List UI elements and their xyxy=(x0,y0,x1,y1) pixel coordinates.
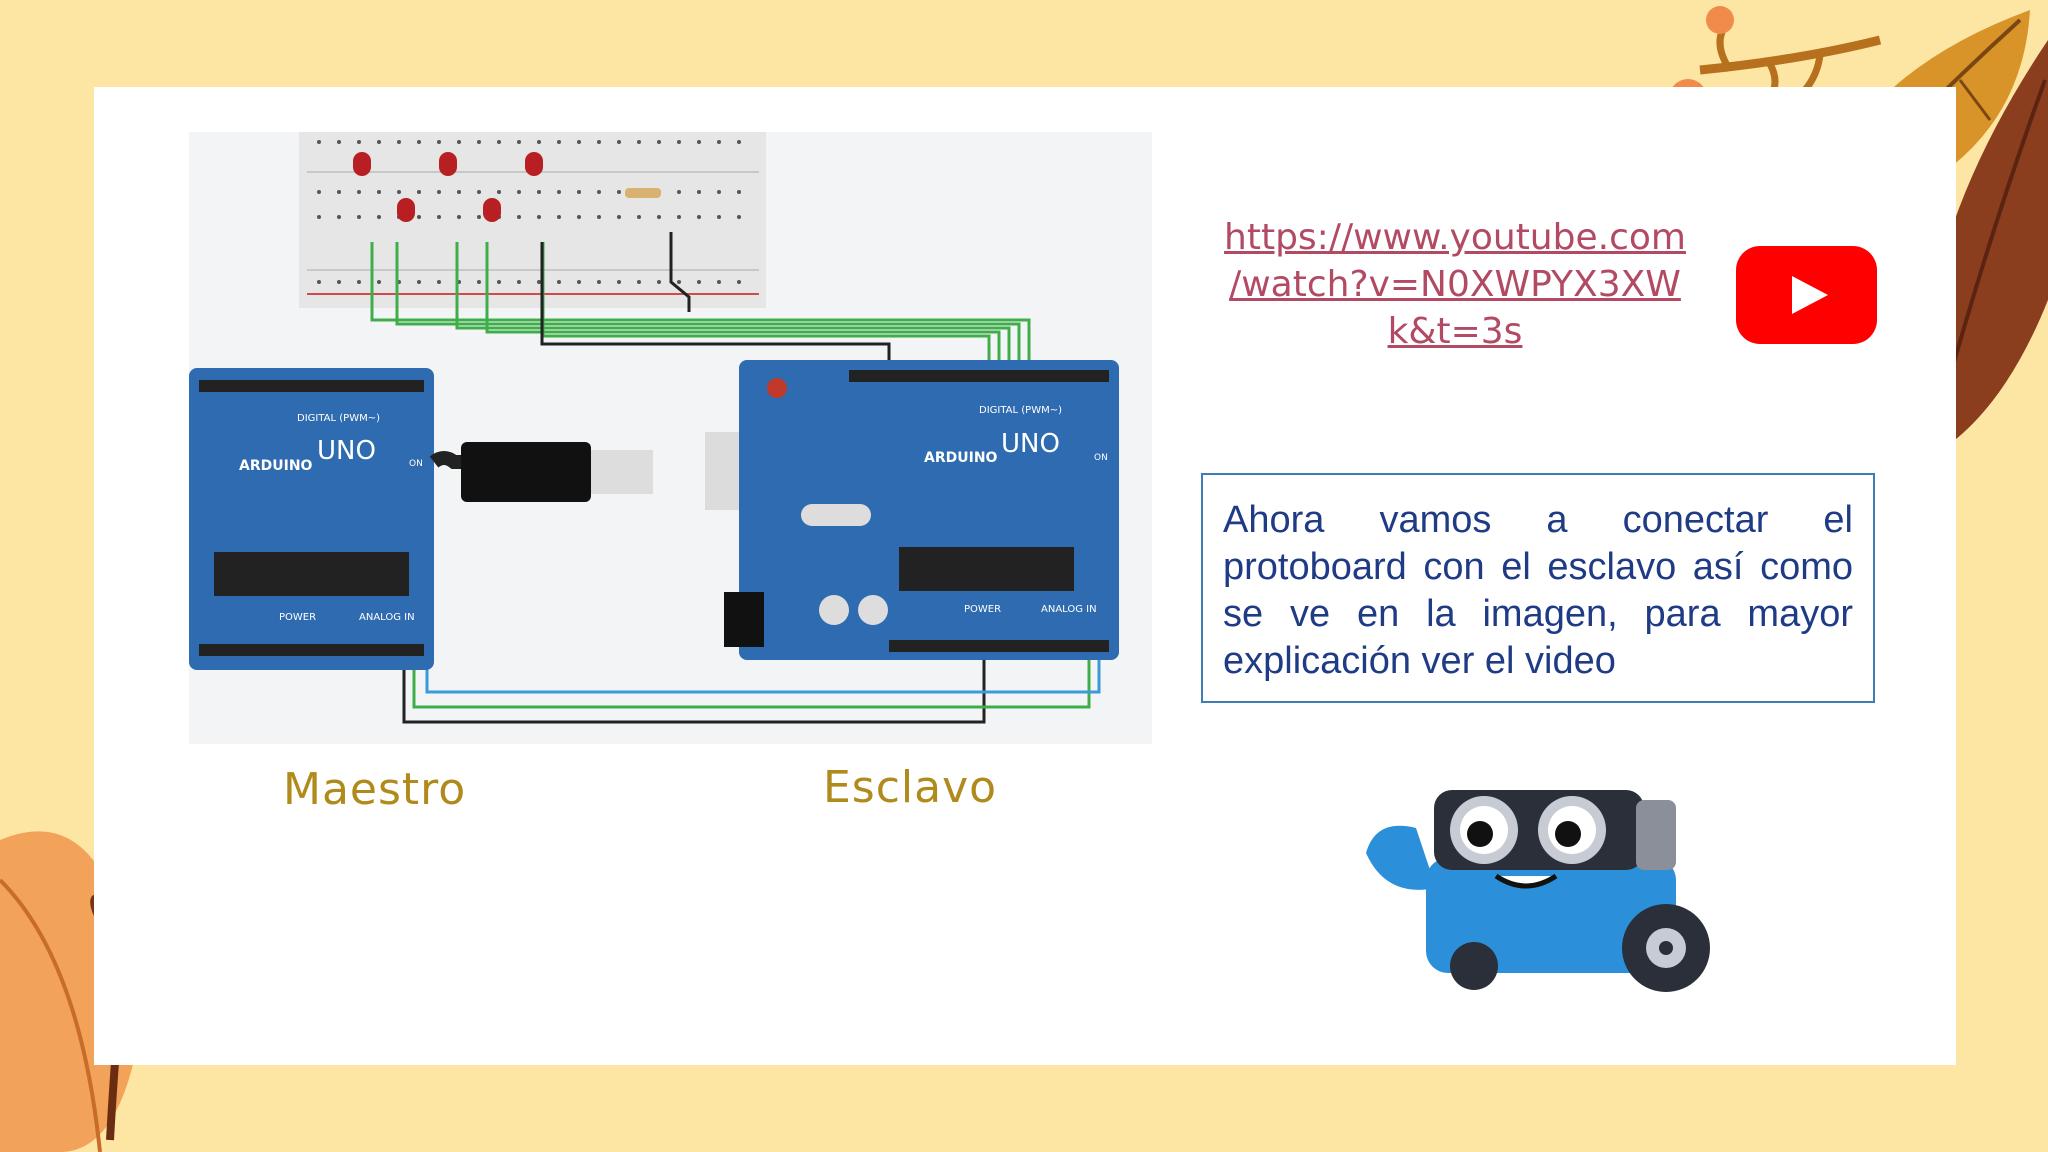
youtube-link-line-1[interactable]: https://www.youtube.com xyxy=(1224,217,1686,258)
led-group xyxy=(353,152,543,222)
svg-text:ON: ON xyxy=(409,459,423,469)
description-text: Ahora vamos a conectar el protoboard con… xyxy=(1223,499,1853,682)
svg-text:ANALOG IN: ANALOG IN xyxy=(1041,604,1097,615)
svg-text:ARDUINO: ARDUINO xyxy=(924,450,998,466)
svg-text:ON: ON xyxy=(1094,453,1108,463)
svg-text:ARDUINO: ARDUINO xyxy=(239,458,313,474)
svg-text:UNO: UNO xyxy=(1001,429,1060,459)
youtube-link-line-2[interactable]: /watch?v=N0XWPYX3XW xyxy=(1229,264,1681,305)
svg-text:POWER: POWER xyxy=(964,604,1001,615)
svg-text:POWER: POWER xyxy=(279,612,316,623)
arduino-slave: DIGITAL (PWM~) ARDUINO UNO ON POWER ANAL… xyxy=(724,360,1119,660)
svg-text:DIGITAL (PWM~): DIGITAL (PWM~) xyxy=(979,405,1062,416)
caption-master: Maestro xyxy=(283,764,467,815)
youtube-play-icon[interactable] xyxy=(1736,246,1877,344)
resistor xyxy=(625,188,661,198)
description-box: Ahora vamos a conectar el protoboard con… xyxy=(1201,473,1875,703)
youtube-link[interactable]: https://www.youtube.com /watch?v=N0XWPYX… xyxy=(1210,214,1700,355)
breadboard xyxy=(299,132,766,312)
svg-text:ANALOG IN: ANALOG IN xyxy=(359,612,415,623)
caption-slave: Esclavo xyxy=(823,762,998,813)
youtube-link-line-3[interactable]: k&t=3s xyxy=(1387,311,1523,352)
arduino-master: DIGITAL (PWM~) ARDUINO UNO ON POWER ANAL… xyxy=(189,368,434,670)
circuit-diagram: DIGITAL (PWM~) ARDUINO UNO ON POWER ANAL… xyxy=(189,132,1152,744)
robot-mascot-icon xyxy=(1366,790,1710,992)
svg-text:UNO: UNO xyxy=(317,436,376,466)
svg-text:DIGITAL (PWM~): DIGITAL (PWM~) xyxy=(297,413,380,424)
